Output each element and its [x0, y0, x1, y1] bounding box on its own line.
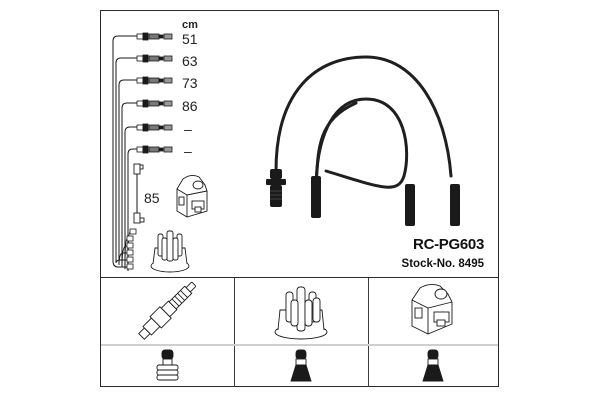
cell-spark-plug: [101, 278, 235, 344]
length-label-3: 73: [182, 75, 198, 91]
ignition-coil-icon: [411, 283, 453, 335]
distributor-cap-icon: [150, 230, 190, 273]
distributor-cap-icon: [274, 286, 328, 340]
spark-plug-icon: [138, 281, 197, 340]
length-label-2: 63: [182, 53, 198, 69]
part-number: RC-PG603: [413, 236, 484, 253]
length-label-5: –: [184, 121, 192, 137]
coil-lead-length: 85: [144, 190, 160, 206]
length-label-6: –: [184, 143, 192, 159]
cable-schematic-icon: [112, 32, 173, 272]
cell-distributor-cap: [234, 278, 369, 344]
cell-cap-boot: [234, 346, 369, 387]
length-label-4: 86: [182, 98, 198, 114]
component-grid: [101, 277, 498, 387]
tapered-boot-connector-icon: [422, 349, 444, 382]
cell-coil-boot: [368, 346, 498, 387]
cell-ignition-coil: [368, 278, 498, 344]
length-label-1: 51: [182, 31, 198, 47]
diagram-frame: cm 51 63 73 86 – – 85: [100, 10, 499, 387]
cell-plug-boot: [101, 346, 235, 387]
component-row-boots: [101, 346, 498, 387]
ignition-coil-icon: [176, 174, 208, 218]
unit-label: cm: [182, 19, 198, 31]
tapered-boot-connector-icon: [290, 349, 312, 382]
wire-set-panel: cm 51 63 73 86 – – 85: [101, 11, 498, 277]
component-row-parts: [101, 278, 498, 346]
ignition-cable-set-icon: [266, 55, 460, 226]
straight-boot-connector-icon: [156, 349, 179, 381]
stock-number: Stock-No. 8495: [401, 258, 484, 270]
